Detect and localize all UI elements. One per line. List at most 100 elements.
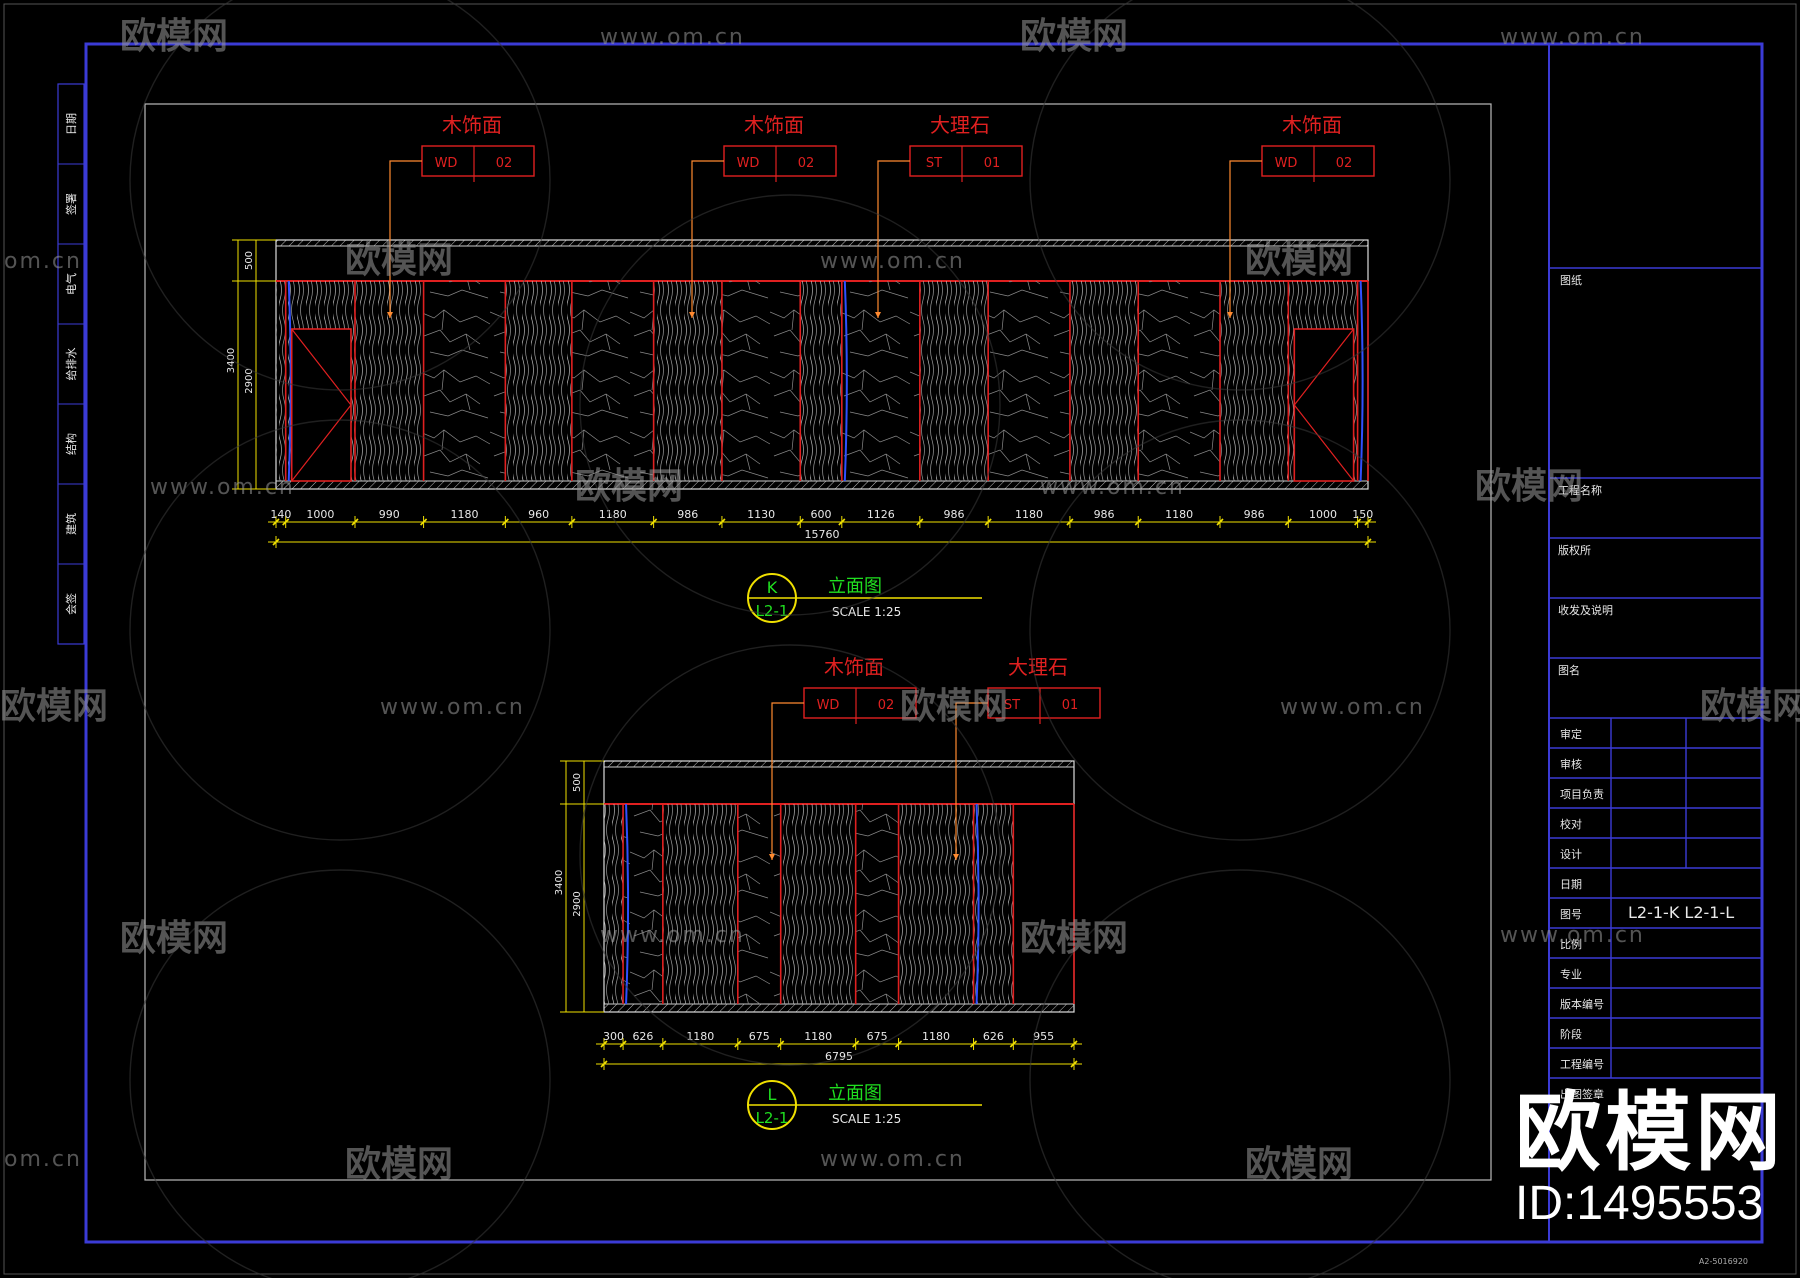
title-block-row-label: 审核: [1560, 757, 1582, 771]
dimension-value: 986: [1094, 508, 1115, 521]
watermark-url-text: www.om.cn: [380, 695, 525, 720]
dimension-value: 986: [943, 508, 964, 521]
dimension-slash: [351, 518, 359, 526]
dimension-value: 1000: [1309, 508, 1337, 521]
callout-tag-code: ST: [926, 156, 942, 171]
watermark-arc: [1029, 419, 1451, 841]
watermark-url-text: om.cn: [4, 249, 82, 274]
callout-material-name: 大理石: [1008, 655, 1068, 679]
dimension-value: 600: [811, 508, 832, 521]
callout-arrow: [953, 854, 959, 860]
dimension-slash: [984, 518, 992, 526]
stamp-label: 出图签章: [1560, 1087, 1604, 1101]
section-scale: SCALE 1:25: [832, 1112, 901, 1126]
dimension-value: 626: [983, 1030, 1004, 1043]
wood-panel: [604, 804, 624, 1004]
watermark-logo-text: 欧模网: [120, 918, 228, 959]
door-swing: [291, 328, 352, 482]
dimension-slash: [1066, 518, 1074, 526]
dimension-slash: [1216, 518, 1224, 526]
watermark-logo-text: 欧模网: [1020, 16, 1128, 57]
dimension-slash: [734, 1040, 742, 1048]
title-block-row-label: 工程编号: [1560, 1057, 1604, 1071]
marble-panel: [623, 804, 663, 1004]
dimension-slash: [777, 1040, 785, 1048]
marble-panel: [855, 804, 899, 1004]
dimension-value: 1180: [804, 1030, 832, 1043]
dimension-slash: [420, 518, 428, 526]
signoff-label: 签署: [64, 193, 78, 215]
watermark-logo-text: 欧模网: [1475, 466, 1583, 507]
marble-panel: [841, 281, 920, 481]
dimension-slash: [1364, 518, 1372, 526]
dimension-slash: [600, 1060, 608, 1068]
title-block-row-label: 项目负责: [1560, 787, 1604, 801]
dimension-value: 986: [677, 508, 698, 521]
dimension-value: 1180: [686, 1030, 714, 1043]
callout-material-name: 木饰面: [824, 655, 884, 679]
marble-panel: [988, 281, 1070, 481]
dimension-slash: [895, 1040, 903, 1048]
wood-panel: [354, 281, 424, 481]
callout-tag-code: WD: [435, 156, 458, 171]
callout-material-name: 木饰面: [442, 113, 502, 137]
dimension-value: 960: [528, 508, 549, 521]
dimension-slash: [600, 1040, 608, 1048]
dimension-value: 1180: [922, 1030, 950, 1043]
callout-tag-code: WD: [817, 698, 840, 713]
callout-tag-code: WD: [1275, 156, 1298, 171]
height-top-value: 500: [244, 251, 255, 270]
signoff-label: 会签: [64, 593, 78, 615]
blue-trim-line: [625, 803, 630, 1005]
dimension-slash: [659, 1040, 667, 1048]
dimension-slash: [969, 1040, 978, 1048]
door-swing: [1293, 328, 1355, 482]
title-block-mid-label: 收发及说明: [1558, 603, 1613, 617]
watermark-logo-text: 欧模网: [1700, 686, 1800, 727]
wood-panel: [898, 804, 974, 1004]
callout-tag-code: WD: [737, 156, 760, 171]
dimension-value: 675: [867, 1030, 888, 1043]
watermark-url-text: om.cn: [4, 1147, 82, 1172]
dimension-value: 986: [1244, 508, 1265, 521]
watermark-arc: [129, 0, 551, 391]
watermark-logo-text: 欧模网: [345, 240, 453, 281]
signoff-label: 结构: [64, 433, 78, 455]
signoff-label: 日期: [65, 113, 78, 135]
callout-leader: [1229, 160, 1262, 318]
title-block-row-label: 审定: [1560, 727, 1582, 741]
callout-tag-number: 02: [496, 156, 513, 171]
sheet-frame: [84, 42, 1764, 1244]
ceiling-slab: [603, 760, 1075, 768]
signoff-label: 电气: [64, 273, 78, 295]
total-dimension-value: 6795: [825, 1050, 853, 1063]
dimension-slash: [852, 1040, 860, 1048]
watermark-logo-text: 欧模网: [120, 16, 228, 57]
callout-tag-number: 02: [1336, 156, 1353, 171]
section-title: 立面图: [828, 1083, 882, 1104]
wood-panel: [780, 804, 856, 1004]
callout-material-name: 大理石: [930, 113, 990, 137]
wood-panel: [800, 281, 842, 481]
dimension-slash: [1070, 1040, 1078, 1048]
watermark-url-text: www.om.cn: [150, 475, 295, 500]
footer-code: A2-5016920: [1699, 1257, 1748, 1266]
signoff-label: 给排水: [64, 348, 78, 381]
callout-arrow: [1227, 312, 1233, 318]
dimension-value: 675: [749, 1030, 770, 1043]
wood-panel: [1069, 281, 1139, 481]
callout-material-name: 木饰面: [1282, 113, 1342, 137]
wood-panel: [973, 804, 1014, 1004]
watermark-logo-text: 欧模网: [0, 686, 108, 727]
section-title: 立面图: [828, 576, 882, 597]
dimension-slash: [838, 518, 846, 526]
callout-tag-number: 02: [798, 156, 815, 171]
watermark-logo-text: 欧模网: [900, 686, 1008, 727]
dimension-value: 150: [1352, 508, 1373, 521]
watermark-url-text: www.om.cn: [1500, 923, 1645, 948]
dimension-slash: [568, 518, 576, 526]
height-top-value: 500: [572, 773, 583, 792]
watermark-arc: [579, 644, 1001, 1066]
